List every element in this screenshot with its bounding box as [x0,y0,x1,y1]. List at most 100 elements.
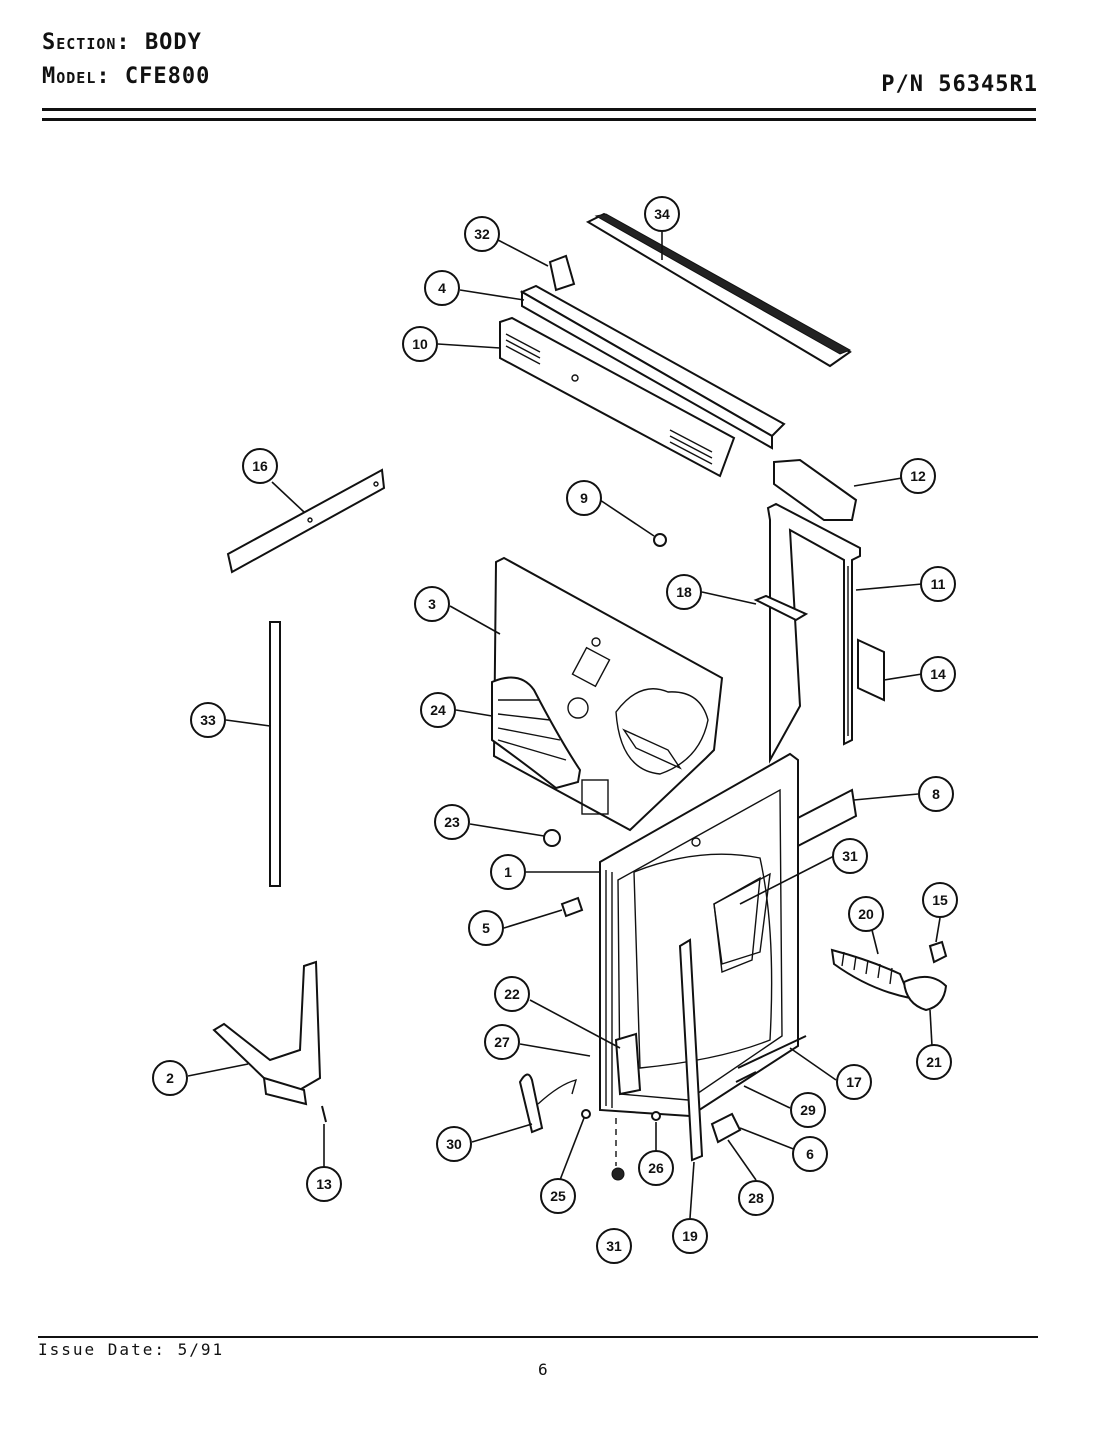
callout-21: 21 [916,1044,952,1080]
callout-5: 5 [468,910,504,946]
callout-label: 23 [444,814,460,830]
callout-label: 32 [474,226,490,242]
callout-10: 10 [402,326,438,362]
callout-12: 12 [900,458,936,494]
part-17-spring [737,1035,807,1069]
header-rule-top [42,108,1036,111]
part-1-tub-frame [599,752,799,1118]
callout-label: 27 [494,1034,510,1050]
callout-34: 34 [644,196,680,232]
part-13-pin [321,1105,327,1123]
issue-date: Issue Date: 5/91 [38,1340,225,1359]
part-25-screw [581,1109,591,1119]
part-32-clip [548,254,576,292]
callout-label: 13 [316,1176,332,1192]
section-value: BODY [144,30,202,55]
part-6-bracket [710,1112,742,1144]
part-29-rod [735,1071,757,1083]
part-15-fitting [928,940,948,964]
callout-label: 33 [200,712,216,728]
page-number: 6 [538,1360,548,1379]
part-19-strip [678,938,704,1162]
callout-label: 3 [428,596,436,612]
callout-30: 30 [436,1126,472,1162]
callout-label: 19 [682,1228,698,1244]
callout-17: 17 [836,1064,872,1100]
part-24-insulation [491,676,582,790]
part-11-side-bracket [766,502,861,764]
callout-label: 28 [748,1190,764,1206]
callout-16: 16 [242,448,278,484]
part-16-strip [226,468,386,574]
callout-label: 10 [412,336,428,352]
part-31-label [713,872,771,965]
callout-label: 11 [931,576,946,592]
part-26-screw [651,1111,661,1121]
callout-31-bottom: 31 [596,1228,632,1264]
part-21-fitting [902,975,948,1012]
model-value: CFE800 [124,64,211,89]
callout-3: 3 [414,586,450,622]
part-4-upper-channel [519,284,786,450]
part-5-screw [560,896,584,918]
callout-label: 8 [932,786,940,802]
header-rule-bottom [42,118,1036,121]
callout-22: 22 [494,976,530,1012]
callout-8: 8 [918,776,954,812]
callout-label: 18 [676,584,692,600]
callout-18: 18 [666,574,702,610]
part-22-latch-bracket [614,1032,642,1096]
callout-13: 13 [306,1166,342,1202]
callout-33: 33 [190,702,226,738]
callout-label: 12 [910,468,926,484]
callout-28: 28 [738,1180,774,1216]
part-23-grommet [543,829,561,847]
part-31-nut [611,1118,625,1181]
callout-label: 9 [580,490,588,506]
callout-label: 2 [166,1070,174,1086]
callout-2: 2 [152,1060,188,1096]
callout-label: 30 [446,1136,462,1152]
callout-label: 22 [504,986,520,1002]
callout-label: 14 [930,666,946,682]
section-title: Section: BODY [42,30,202,55]
leader-lines [187,232,941,1219]
callout-15: 15 [922,882,958,918]
callout-19: 19 [672,1218,708,1254]
callout-29: 29 [790,1092,826,1128]
section-label: Section: [42,30,131,55]
footer-rule [38,1336,1038,1338]
part-30-latch [518,1073,578,1134]
callout-31: 31 [832,838,868,874]
part-18-hinge-bracket [753,594,809,622]
callout-9: 9 [566,480,602,516]
callout-label: 16 [252,458,268,474]
callout-label: 34 [654,206,670,222]
callout-14: 14 [920,656,956,692]
callout-6: 6 [792,1136,828,1172]
callout-11: 11 [920,566,956,602]
callout-25: 25 [540,1178,576,1214]
callout-23: 23 [434,804,470,840]
callout-label: 6 [806,1146,814,1162]
callout-label: 31 [842,848,858,864]
callout-label: 31 [606,1238,622,1254]
callout-32: 32 [464,216,500,252]
callout-label: 5 [482,920,490,936]
callout-label: 24 [430,702,446,718]
callout-label: 25 [550,1188,566,1204]
part-14-plate [857,638,885,702]
callout-label: 15 [932,892,948,908]
part-9-clip [653,533,667,547]
part-number: P/N 56345R1 [881,72,1038,97]
callout-label: 1 [504,864,512,880]
part-10-vented-panel [499,316,736,478]
part-20-hose [830,948,912,1000]
callout-1: 1 [490,854,526,890]
callout-label: 26 [648,1160,664,1176]
callout-20: 20 [848,896,884,932]
callout-26: 26 [638,1150,674,1186]
callout-label: 17 [846,1074,862,1090]
callout-27: 27 [484,1024,520,1060]
